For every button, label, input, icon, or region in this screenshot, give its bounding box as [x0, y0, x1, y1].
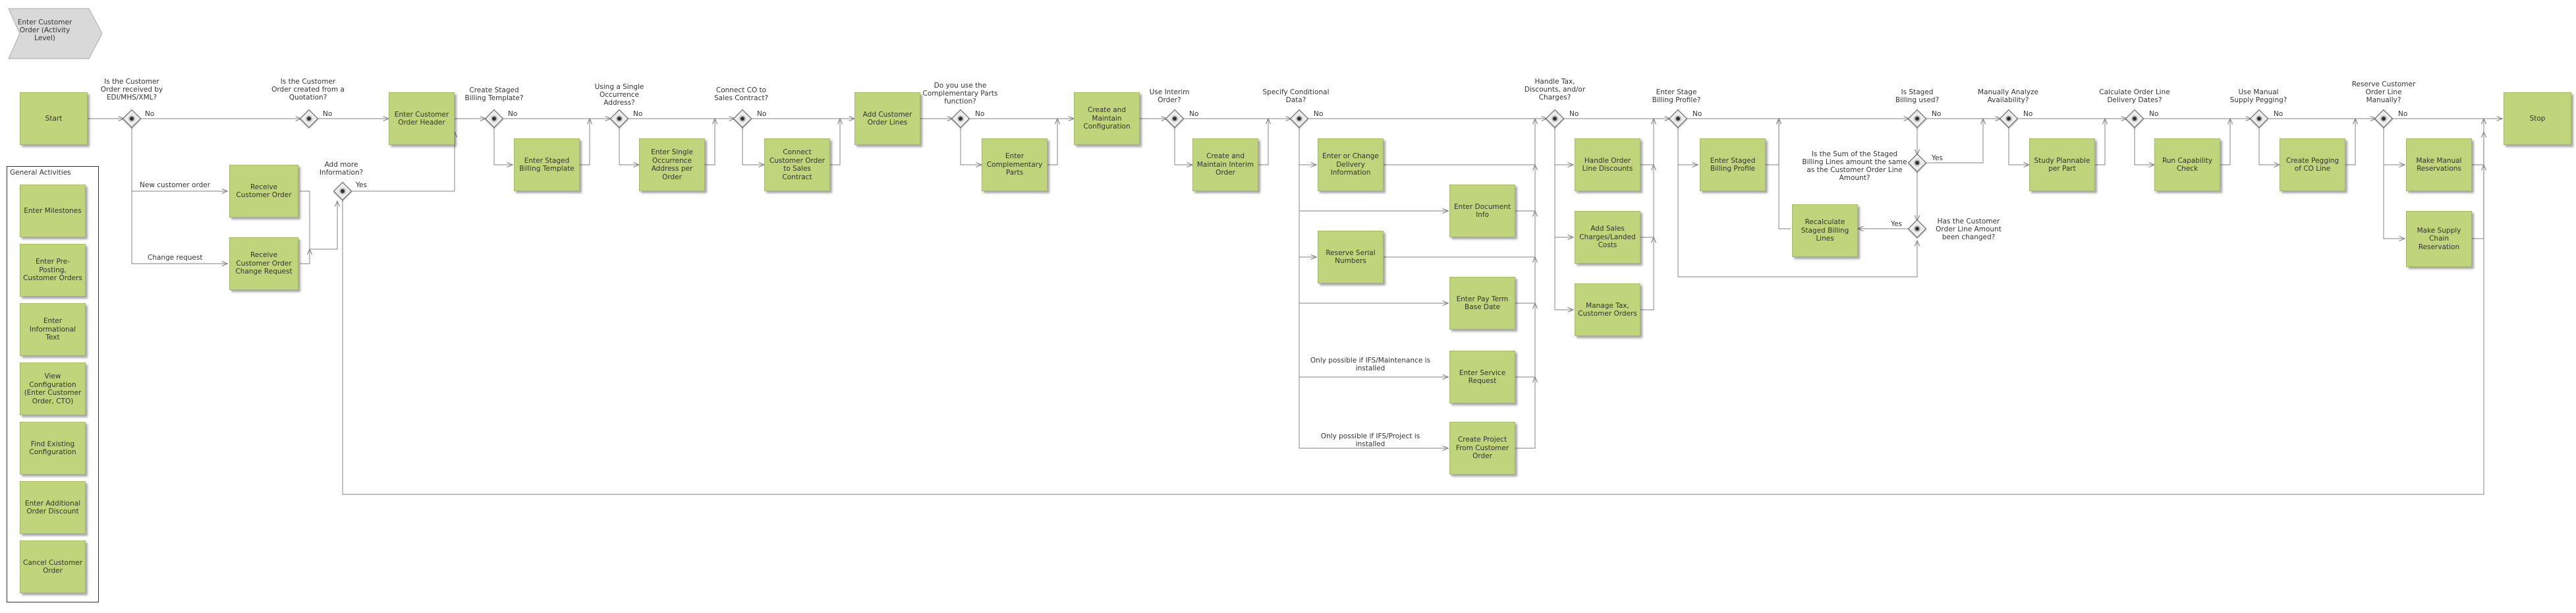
edge-label-no: No	[975, 110, 985, 118]
task-manage-tax[interactable]: Manage Tax, Customer Orders	[1575, 283, 1640, 336]
edge-label-no: No	[1569, 110, 1579, 118]
edge-label-ifs-maintenance: Only possible if IFS/Maintenance is inst…	[1310, 357, 1431, 372]
edge-label-no: No	[323, 110, 333, 118]
gateway-label-pegging: Use Manual Supply Pegging?	[2229, 88, 2287, 104]
task-enter-informational-text[interactable]: Enter Informational Text	[20, 303, 86, 356]
edge-label-change-request: Change request	[148, 254, 203, 262]
task-find-existing-configuration[interactable]: Find Existing Configuration	[20, 422, 86, 475]
edge-label-new-customer-order: New customer order	[140, 181, 211, 189]
task-add-sales-charges[interactable]: Add Sales Charges/Landed Costs	[1575, 211, 1640, 264]
stop-event[interactable]: Stop	[2504, 92, 2571, 145]
task-make-manual-reservations[interactable]: Make Manual Reservations	[2406, 138, 2472, 191]
edge-label-no: No	[633, 110, 643, 118]
gateway-label-sales-contract: Connect CO to Sales Contract?	[714, 86, 769, 102]
task-make-supply-chain-reservation[interactable]: Make Supply Chain Reservation	[2406, 211, 2472, 267]
task-create-maintain-configuration[interactable]: Create and Maintain Configuration	[1074, 92, 1140, 145]
task-receive-customer-order[interactable]: Receive Customer Order	[229, 165, 298, 218]
edge-label-no: No	[1693, 110, 1702, 118]
gateway-label-stage-profile: Enter Stage Billing Profile?	[1652, 88, 1701, 104]
edge-label-no: No	[508, 110, 518, 118]
edge-label-no: No	[1189, 110, 1199, 118]
task-enter-pre-posting[interactable]: Enter Pre-Posting, Customer Orders	[20, 244, 86, 297]
task-connect-co-to-sales-contract[interactable]: Connect Customer Order to Sales Contract	[764, 138, 830, 191]
task-enter-change-delivery-info[interactable]: Enter or Change Delivery Information	[1318, 138, 1384, 191]
edge-label-no: No	[2149, 110, 2159, 118]
gateway-label-sum: Is the Sum of the Staged Billing Lines a…	[1802, 150, 1907, 182]
edge-label-yes: Yes	[1891, 220, 1902, 228]
edge-label-yes: Yes	[1932, 154, 1943, 162]
edge-label-no: No	[2023, 110, 2033, 118]
process-title: Enter Customer Order (Activity Level)	[17, 18, 72, 42]
edge-label-ifs-project: Only possible if IFS/Project is installe…	[1320, 432, 1420, 448]
gateway-label-more-info: Add more Information?	[319, 161, 364, 177]
task-reserve-serial-numbers[interactable]: Reserve Serial Numbers	[1318, 231, 1384, 283]
gateway-label-staged-template: Create Staged Billing Template?	[464, 86, 524, 102]
task-enter-staged-billing-template[interactable]: Enter Staged Billing Template	[514, 138, 580, 191]
gateway-label-single-occurrence: Using a Single Occurrence Address?	[594, 83, 644, 107]
gateway-label-tax: Handle Tax, Discounts, and/or Charges?	[1524, 78, 1586, 102]
task-create-pegging-of-co-line[interactable]: Create Pegging of CO Line	[2280, 138, 2345, 191]
task-create-project-from-co[interactable]: Create Project From Customer Order	[1449, 422, 1515, 475]
task-enter-single-occurrence-address[interactable]: Enter Single Occurrence Address per Orde…	[639, 138, 705, 191]
general-activities-title: General Activities	[10, 169, 71, 177]
edge-label-no: No	[1932, 110, 1942, 118]
task-enter-pay-term-base-date[interactable]: Enter Pay Term Base Date	[1449, 277, 1515, 330]
task-enter-customer-order-header[interactable]: Enter Customer Order Header	[389, 92, 455, 145]
edge-label-yes: Yes	[356, 181, 367, 189]
edge-label-no: No	[1314, 110, 1324, 118]
process-header-shape	[8, 8, 102, 59]
task-enter-service-request[interactable]: Enter Service Request	[1449, 351, 1515, 403]
edge-label-no: No	[2274, 110, 2283, 118]
gateway-label-complementary: Do you use the Complementary Parts funct…	[922, 82, 998, 105]
task-enter-staged-billing-profile[interactable]: Enter Staged Billing Profile	[1700, 138, 1766, 191]
gateway-label-availability: Manually Analyze Availability?	[1978, 88, 2038, 104]
task-view-configuration[interactable]: View Configuration (Enter Customer Order…	[20, 363, 86, 415]
task-enter-complementary-parts[interactable]: Enter Complementary Parts	[982, 138, 1048, 191]
gateway-label-conditional: Specify Conditional Data?	[1262, 88, 1330, 104]
gateway-label-staged-used: Is Staged Billing used?	[1895, 88, 1940, 104]
gateway-label-interim: Use Interim Order?	[1149, 88, 1190, 104]
task-add-customer-order-lines[interactable]: Add Customer Order Lines	[854, 92, 920, 145]
gateway-label-changed: Has the Customer Order Line Amount been …	[1936, 218, 2002, 241]
gateway-label-edi: Is the Customer Order received by EDI/MH…	[100, 78, 163, 102]
task-run-capability-check[interactable]: Run Capability Check	[2154, 138, 2220, 191]
edge-label-no: No	[145, 110, 155, 118]
task-enter-additional-order-discount[interactable]: Enter Additional Order Discount	[20, 481, 86, 534]
task-study-plannable-per-part[interactable]: Study Plannable per Part	[2029, 138, 2095, 191]
task-enter-document-info[interactable]: Enter Document Info	[1449, 185, 1515, 237]
task-create-maintain-interim-order[interactable]: Create and Maintain Interim Order	[1192, 138, 1258, 191]
task-recalculate-staged-billing-lines[interactable]: Recalculate Staged Billing Lines	[1792, 204, 1858, 257]
gateway-label-delivery-dates: Calculate Order Line Delivery Dates?	[2099, 88, 2170, 104]
task-cancel-customer-order[interactable]: Cancel Customer Order	[20, 540, 86, 593]
gateway-label-reserve: Reserve Customer Order Line Manually?	[2351, 80, 2416, 104]
task-receive-change-request[interactable]: Receive Customer Order Change Request	[229, 237, 298, 290]
task-enter-milestones[interactable]: Enter Milestones	[20, 185, 86, 237]
start-event[interactable]: Start	[20, 92, 88, 145]
task-handle-order-line-discounts[interactable]: Handle Order Line Discounts	[1575, 138, 1640, 191]
edge-label-no: No	[757, 110, 767, 118]
gateway-label-quotation: Is the Customer Order created from a Quo…	[271, 78, 345, 102]
edge-label-no: No	[2398, 110, 2408, 118]
